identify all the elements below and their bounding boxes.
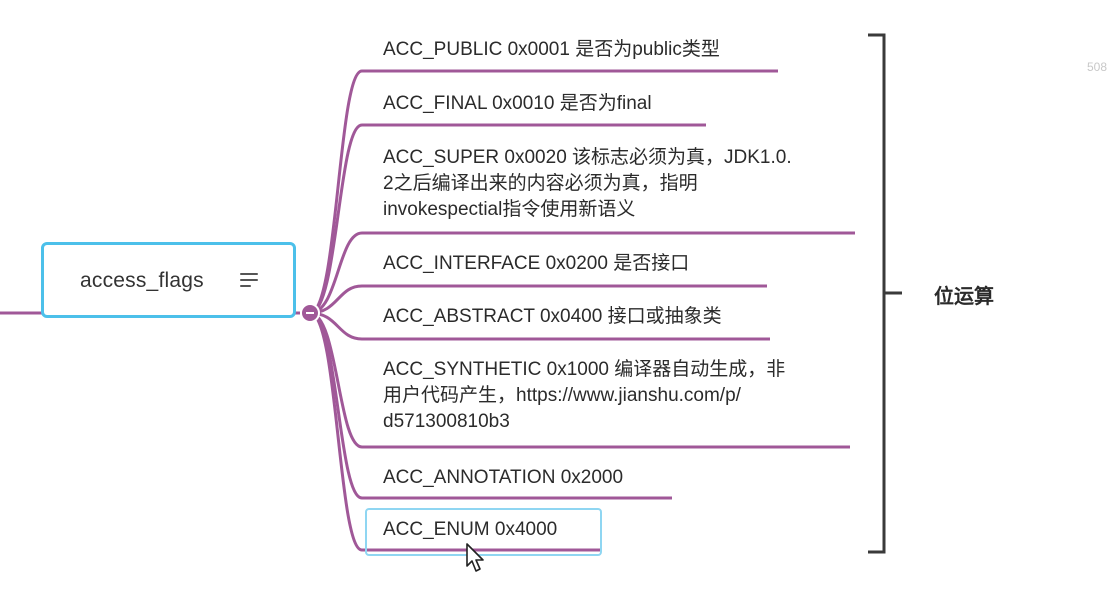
mouse-cursor-icon	[466, 543, 484, 572]
branch-connector	[309, 123, 363, 315]
child-topic-acc-annotation[interactable]: ACC_ANNOTATION 0x2000	[383, 465, 623, 491]
collapse-toggle-button[interactable]	[300, 303, 320, 323]
child-topic-line: invokespectial指令使用新语义	[383, 199, 636, 220]
child-topic-line: ACC_ANNOTATION 0x2000	[383, 467, 624, 488]
summary-bracket	[868, 33, 886, 554]
child-topic-acc-final[interactable]: ACC_FINAL 0x0010 是否为final	[383, 91, 652, 117]
selection-frame	[365, 508, 602, 556]
child-topic-acc-enum[interactable]: ACC_ENUM 0x4000	[383, 517, 557, 543]
child-topic-line: d571300810b3	[383, 411, 510, 432]
child-topic-acc-synthetic[interactable]: ACC_SYNTHETIC 0x1000 编译器自动生成，非 用户代码产生，ht…	[383, 357, 785, 435]
child-topic-line: ACC_SYNTHETIC 0x1000 编译器自动生成，非	[383, 359, 786, 380]
bracket-summary-label[interactable]: 位运算	[934, 286, 994, 308]
child-topic-acc-super[interactable]: ACC_SUPER 0x0020 该标志必须为真，JDK1.0. 2之后编译出来…	[383, 145, 792, 223]
child-topic-line: ACC_ABSTRACT 0x0400 接口或抽象类	[383, 306, 722, 327]
child-topic-acc-public[interactable]: ACC_PUBLIC 0x0001 是否为public类型	[383, 37, 720, 63]
root-topic-label: access_flags	[80, 269, 204, 292]
root-topic-access-flags[interactable]: access_flags	[41, 242, 296, 318]
child-topic-line: ACC_FINAL 0x0010 是否为final	[383, 93, 652, 114]
child-topic-line: ACC_SUPER 0x0020 该标志必须为真，JDK1.0.	[383, 147, 792, 168]
child-topic-acc-abstract[interactable]: ACC_ABSTRACT 0x0400 接口或抽象类	[383, 304, 722, 330]
child-topic-line: ACC_INTERFACE 0x0200 是否接口	[383, 253, 690, 274]
menu-lines-icon[interactable]	[240, 273, 258, 289]
branch-connector	[309, 311, 363, 552]
child-topic-line: 2之后编译出来的内容必须为真，指明	[383, 173, 698, 194]
child-topic-acc-interface[interactable]: ACC_INTERFACE 0x0200 是否接口	[383, 251, 689, 277]
child-topic-line: ACC_ENUM 0x4000	[383, 519, 558, 540]
child-topic-line: ACC_PUBLIC 0x0001 是否为public类型	[383, 39, 720, 60]
corner-number: 508	[1087, 60, 1108, 74]
child-topic-line: 用户代码产生，https://www.jianshu.com/p/	[383, 385, 741, 406]
